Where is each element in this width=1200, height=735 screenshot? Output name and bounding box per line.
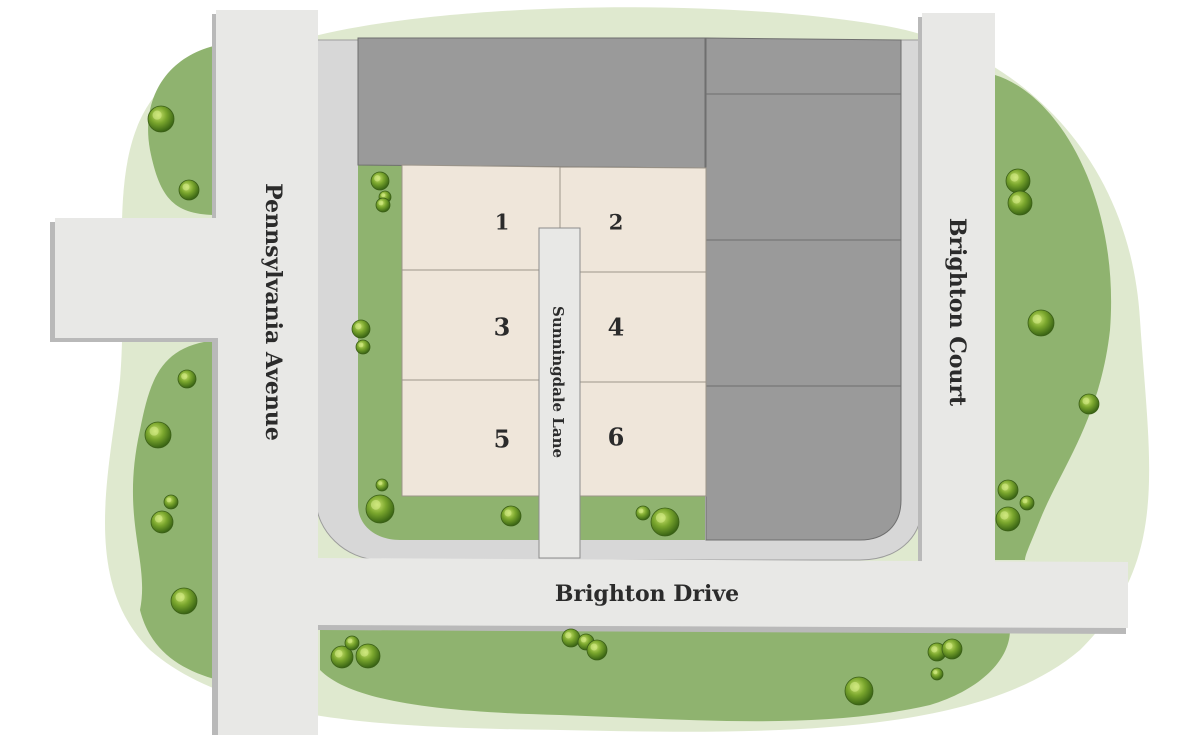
tree-highlight [175, 592, 185, 602]
tree-highlight [931, 646, 938, 653]
tree-icon [844, 676, 874, 706]
tree-highlight [381, 193, 386, 198]
tree-icon [355, 643, 381, 669]
lot-1-parcel[interactable] [401, 164, 561, 271]
tree-icon [365, 494, 395, 524]
tree-highlight [565, 632, 572, 639]
tree-highlight [347, 638, 353, 644]
tree-highlight [504, 509, 512, 517]
tree-icon [144, 421, 172, 449]
tree-highlight [1022, 498, 1028, 504]
tree-highlight [374, 175, 381, 182]
lot-2-parcel[interactable] [559, 166, 707, 273]
tree-highlight [1082, 397, 1090, 405]
tree-icon [635, 505, 651, 521]
brighton-drive-label: Brighton Drive [555, 581, 739, 607]
tree-highlight [1032, 314, 1042, 324]
tree-icon [163, 494, 179, 510]
tree-icon [375, 478, 389, 492]
pennsylvania-avenue-label: Pennsylvania Avenue [260, 183, 286, 441]
lot-6-number: 6 [608, 423, 625, 452]
lot-4-number: 4 [608, 313, 625, 342]
tree-highlight [1010, 173, 1019, 182]
tree-highlight [370, 499, 381, 510]
sunningdale-lane-label: Sunningdale Lane [549, 306, 567, 458]
green-area-south [320, 625, 1010, 722]
tree-highlight [1000, 511, 1009, 520]
tree-icon [561, 628, 581, 648]
trees-group [144, 105, 1100, 706]
lot-5-number: 5 [494, 425, 511, 454]
tree-icon [650, 507, 680, 537]
sunningdale-lane-road[interactable] [538, 227, 581, 559]
tree-icon [586, 639, 608, 661]
tree-highlight [580, 636, 587, 643]
brighton-court-road[interactable] [918, 13, 995, 565]
tree-icon [1007, 190, 1033, 216]
tree-icon [355, 339, 371, 355]
tree-icon [941, 638, 963, 660]
tree-highlight [360, 648, 369, 657]
green-area-west [148, 45, 218, 215]
tree-icon [1005, 168, 1031, 194]
tree-icon [1019, 495, 1035, 511]
lot-4-parcel[interactable] [579, 271, 707, 383]
tree-highlight [933, 670, 938, 675]
lot-1-number: 1 [495, 210, 510, 235]
tree-icon [150, 510, 174, 534]
tree-highlight [154, 514, 163, 523]
tree-icon [147, 105, 175, 133]
lot-6-parcel[interactable] [579, 381, 707, 497]
tree-icon [995, 506, 1021, 532]
tree-highlight [149, 426, 159, 436]
tree-highlight [590, 643, 598, 651]
tree-icon [375, 197, 391, 213]
tree-highlight [378, 200, 384, 206]
tree-highlight [334, 649, 343, 658]
tree-highlight [152, 110, 162, 120]
tree-highlight [182, 183, 190, 191]
building-east [705, 37, 902, 541]
tree-icon [1078, 393, 1100, 415]
tree-icon [351, 319, 371, 339]
tree-highlight [358, 342, 364, 348]
tree-highlight [945, 642, 953, 650]
brighton-drive-road[interactable] [318, 558, 1128, 634]
tree-highlight [1001, 483, 1009, 491]
tree-icon [997, 479, 1019, 501]
lot-3-parcel[interactable] [401, 269, 541, 381]
tree-icon [370, 171, 390, 191]
tree-icon [930, 667, 944, 681]
lot-3-number: 3 [494, 313, 511, 342]
building-north [357, 37, 706, 169]
lot-2-number: 2 [609, 210, 624, 235]
tree-highlight [638, 508, 644, 514]
lot-5-parcel[interactable] [401, 379, 541, 497]
tree-icon [177, 369, 197, 389]
tree-icon [170, 587, 198, 615]
tree-icon [344, 635, 360, 651]
brighton-court-label: Brighton Court [944, 218, 970, 407]
tree-highlight [181, 373, 188, 380]
tree-highlight [849, 681, 860, 692]
tree-highlight [355, 323, 362, 330]
tree-highlight [1012, 195, 1021, 204]
pennsylvania-avenue-road[interactable] [50, 10, 318, 735]
tree-highlight [378, 481, 383, 486]
tree-icon [500, 505, 522, 527]
tree-icon [1027, 309, 1055, 337]
tree-icon [178, 179, 200, 201]
tree-highlight [655, 512, 666, 523]
tree-highlight [166, 497, 172, 503]
